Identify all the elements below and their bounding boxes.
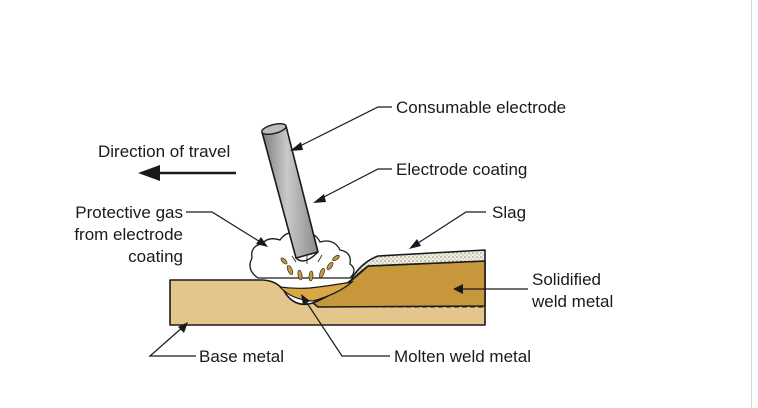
leader-lines <box>148 106 528 357</box>
arc-sparks <box>280 254 340 282</box>
label-consumable-electrode: Consumable electrode <box>396 98 566 117</box>
label-protective-gas-line3: coating <box>128 247 183 266</box>
label-slag: Slag <box>492 203 526 222</box>
electrode-rod <box>261 122 319 262</box>
slag-layer <box>351 249 486 281</box>
label-direction-of-travel: Direction of travel <box>98 142 230 161</box>
label-protective-gas-line2: from electrode <box>74 225 183 244</box>
label-solidified-weld-metal-line1: Solidified <box>532 270 601 289</box>
page-edge-divider <box>751 0 752 408</box>
label-base-metal: Base metal <box>199 347 284 366</box>
direction-of-travel-arrow <box>138 165 236 181</box>
label-electrode-coating: Electrode coating <box>396 160 527 179</box>
label-protective-gas-line1: Protective gas <box>75 203 183 222</box>
label-molten-weld-metal: Molten weld metal <box>394 347 531 366</box>
label-solidified-weld-metal-line2: weld metal <box>531 292 613 311</box>
molten-weld-pool <box>278 281 355 302</box>
